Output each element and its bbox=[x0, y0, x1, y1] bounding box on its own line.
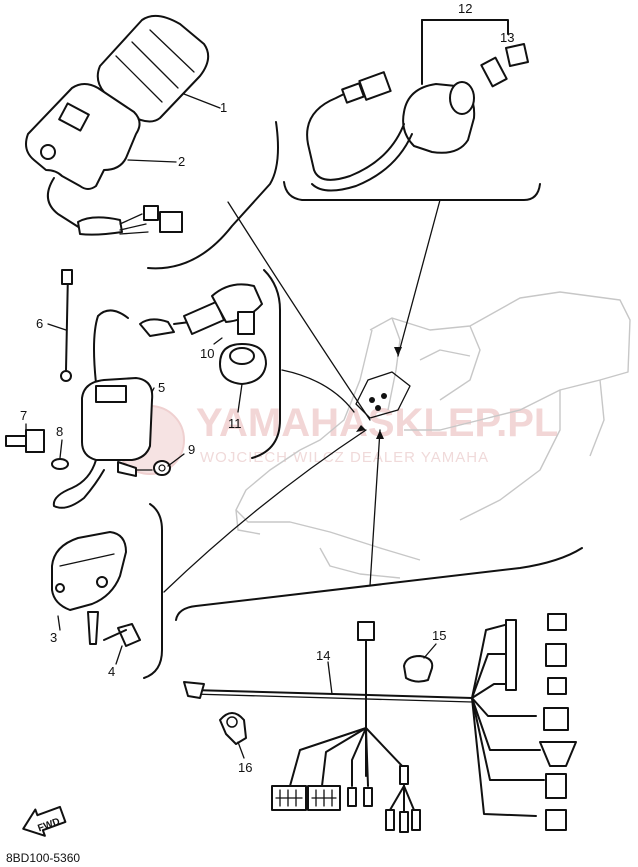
part-number-3: 3 bbox=[50, 630, 57, 645]
part-number-6: 6 bbox=[36, 316, 43, 331]
part-number-5: 5 bbox=[158, 380, 165, 395]
watermark-subtitle: WOJCIECH WILCZ DEALER YAMAHA bbox=[200, 449, 489, 466]
plug-cap-group bbox=[139, 283, 267, 385]
part-number-4: 4 bbox=[108, 664, 115, 679]
diagram-code: 8BD100-5360 bbox=[6, 851, 80, 865]
fwd-arrow: FWD bbox=[22, 805, 67, 837]
arrow-head-12 bbox=[394, 347, 402, 356]
wire-harness bbox=[183, 613, 577, 833]
arrow-head-14 bbox=[376, 430, 384, 439]
watermark: YAMAHASKLEP.PL WOJCIECH WILCZ DEALER YAM… bbox=[115, 401, 558, 475]
part-number-15: 15 bbox=[432, 628, 446, 643]
part-number-9: 9 bbox=[188, 442, 195, 457]
number-leaders bbox=[25, 93, 437, 759]
part-number-14: 14 bbox=[316, 648, 330, 663]
part-number-16: 16 bbox=[238, 760, 252, 775]
part-number-8: 8 bbox=[56, 424, 63, 439]
leader-lines bbox=[163, 199, 441, 593]
part-number-10: 10 bbox=[200, 346, 214, 361]
part-number-12: 12 bbox=[458, 1, 472, 16]
part-number-11: 11 bbox=[228, 416, 242, 431]
regulator-group bbox=[51, 531, 141, 647]
arrow-head-3 bbox=[356, 425, 366, 432]
snowmobile-outline bbox=[235, 291, 631, 579]
main-switch bbox=[306, 19, 529, 192]
sled-mount-area bbox=[355, 371, 411, 419]
group-brackets bbox=[143, 121, 583, 679]
part-number-7: 7 bbox=[20, 408, 27, 423]
part-number-13: 13 bbox=[500, 30, 514, 45]
grommet-and-clamp bbox=[219, 655, 434, 745]
throttle-housing bbox=[25, 14, 210, 236]
part-number-1: 1 bbox=[220, 100, 227, 115]
ignition-coil-group bbox=[5, 269, 171, 509]
part-number-labels: 1 2 3 4 5 6 7 8 9 10 11 12 13 14 15 16 bbox=[20, 1, 514, 775]
part-number-2: 2 bbox=[178, 154, 185, 169]
